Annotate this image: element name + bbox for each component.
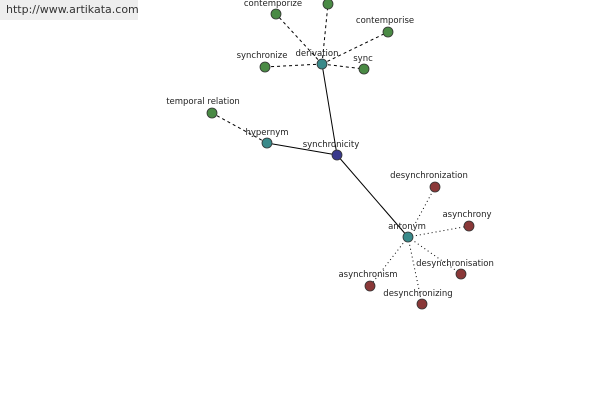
node-temporal-relation[interactable] bbox=[206, 107, 218, 119]
node-synchronicity[interactable] bbox=[331, 149, 343, 161]
edge-antonym-to-desynchronisation bbox=[407, 236, 462, 275]
edge-derivation-to-contemporize bbox=[275, 13, 323, 65]
node-label-desynchronisation[interactable]: desynchronisation bbox=[416, 259, 494, 269]
node-label-temporal-relation[interactable]: temporal relation bbox=[166, 97, 240, 107]
node-desynchronization[interactable] bbox=[429, 181, 441, 193]
edge-derivation-to-contemporise bbox=[321, 31, 389, 65]
node-asynchronism[interactable] bbox=[364, 280, 376, 292]
node-label-derivation[interactable]: derivation bbox=[295, 49, 338, 59]
edge-derivation-to-synchronize bbox=[264, 63, 323, 68]
node-desynchronizing[interactable] bbox=[416, 298, 428, 310]
node-antonym[interactable] bbox=[402, 231, 414, 243]
node-label-desynchronizing[interactable]: desynchronizing bbox=[383, 289, 452, 299]
node-contemporise[interactable] bbox=[382, 26, 394, 38]
node-asynchrony[interactable] bbox=[463, 220, 475, 232]
node-sync[interactable] bbox=[358, 63, 370, 75]
node-hypernym[interactable] bbox=[261, 137, 273, 149]
node-synchronize[interactable] bbox=[259, 61, 271, 73]
edge-derivation-to-top-unlabeled bbox=[321, 3, 329, 65]
node-label-asynchrony[interactable]: asynchrony bbox=[442, 210, 491, 220]
site-url-watermark[interactable]: http://www.artikata.com bbox=[0, 0, 138, 20]
node-label-contemporise[interactable]: contemporise bbox=[356, 16, 414, 26]
node-label-hypernym[interactable]: hypernym bbox=[245, 128, 288, 138]
edge-synchronicity-to-antonym bbox=[336, 154, 409, 238]
edge-antonym-to-desynchronization bbox=[407, 186, 436, 238]
labels-layer: synchronicity derivation hypernym antonym co… bbox=[166, 0, 494, 299]
nodes-layer bbox=[206, 0, 475, 310]
node-label-asynchronism[interactable]: asynchronism bbox=[338, 270, 397, 280]
node-label-synchronicity[interactable]: synchronicity bbox=[303, 140, 360, 150]
node-desynchronisation[interactable] bbox=[455, 268, 467, 280]
edge-derivation-to-sync bbox=[321, 63, 365, 70]
node-contemporize[interactable] bbox=[270, 8, 282, 20]
node-label-synchronize[interactable]: synchronize bbox=[237, 51, 288, 61]
edge-synchronicity-to-hypernym bbox=[266, 142, 338, 156]
node-label-contemporize[interactable]: contemporize bbox=[244, 0, 302, 9]
edges-layer bbox=[211, 3, 470, 305]
node-label-antonym[interactable]: antonym bbox=[388, 222, 426, 232]
node-label-desynchronization[interactable]: desynchronization bbox=[390, 171, 468, 181]
node-label-sync[interactable]: sync bbox=[353, 54, 373, 64]
node-derivation[interactable] bbox=[316, 58, 328, 70]
node-top-unlabeled[interactable] bbox=[322, 0, 334, 10]
edge-hypernym-to-temporal-relation bbox=[211, 112, 268, 144]
edge-synchronicity-to-derivation bbox=[321, 63, 338, 156]
